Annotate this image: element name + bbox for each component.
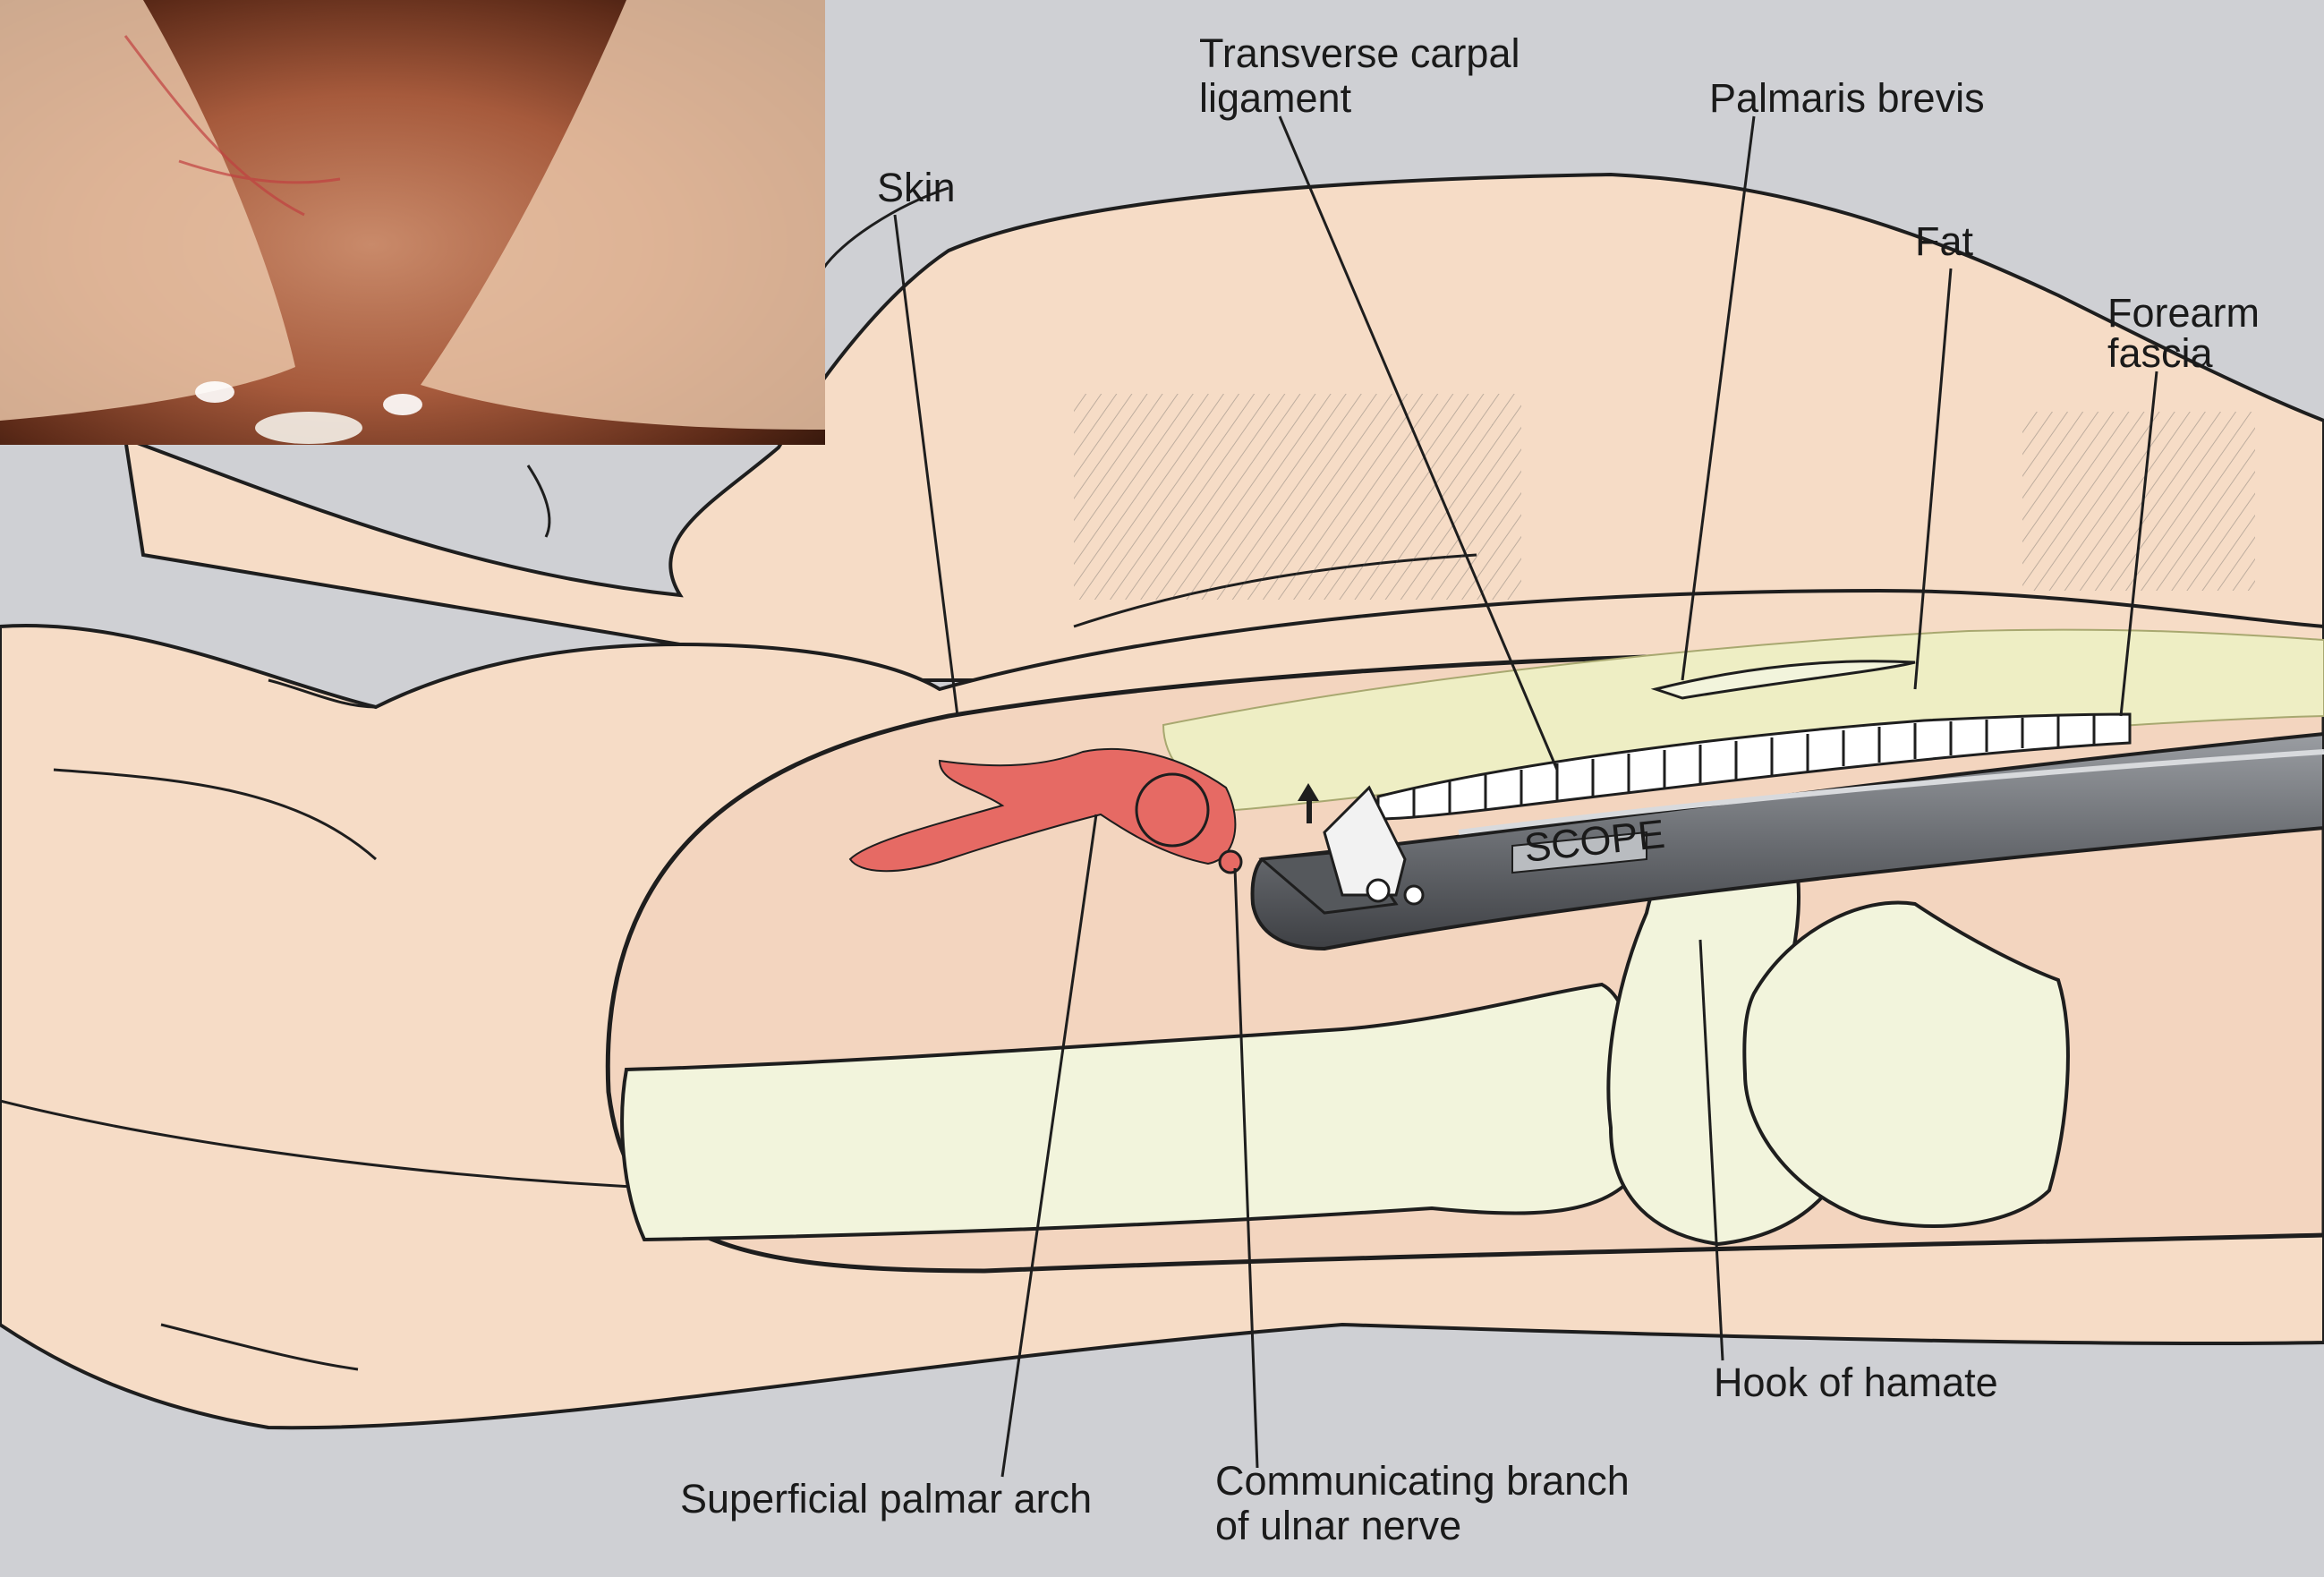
label-superficial-palmar-arch: Superficial palmar arch	[680, 1476, 1092, 1522]
label-forearm-2: fascia	[2107, 330, 2214, 376]
muscle-hatching-2	[2022, 412, 2255, 591]
label-hook-of-hamate: Hook of hamate	[1714, 1360, 1998, 1405]
muscle-hatching	[1074, 394, 1521, 600]
endoscope-view-inset	[0, 0, 825, 445]
label-forearm-1: Forearm	[2107, 290, 2260, 336]
artery-lumen	[1136, 774, 1208, 846]
label-transverse-carpal-2: ligament	[1199, 75, 1352, 121]
label-communicating-branch-2: of ulnar nerve	[1215, 1503, 1461, 1548]
label-skin: Skin	[877, 165, 956, 210]
skin-fold-2	[528, 465, 549, 537]
label-transverse-carpal-1: Transverse carpal	[1199, 30, 1520, 76]
ulnar-nerve-branch	[1220, 851, 1241, 873]
label-communicating-branch-1: Communicating branch	[1215, 1458, 1630, 1504]
label-fat: Fat	[1915, 218, 1974, 264]
label-palmaris-brevis: Palmaris brevis	[1709, 75, 1985, 121]
